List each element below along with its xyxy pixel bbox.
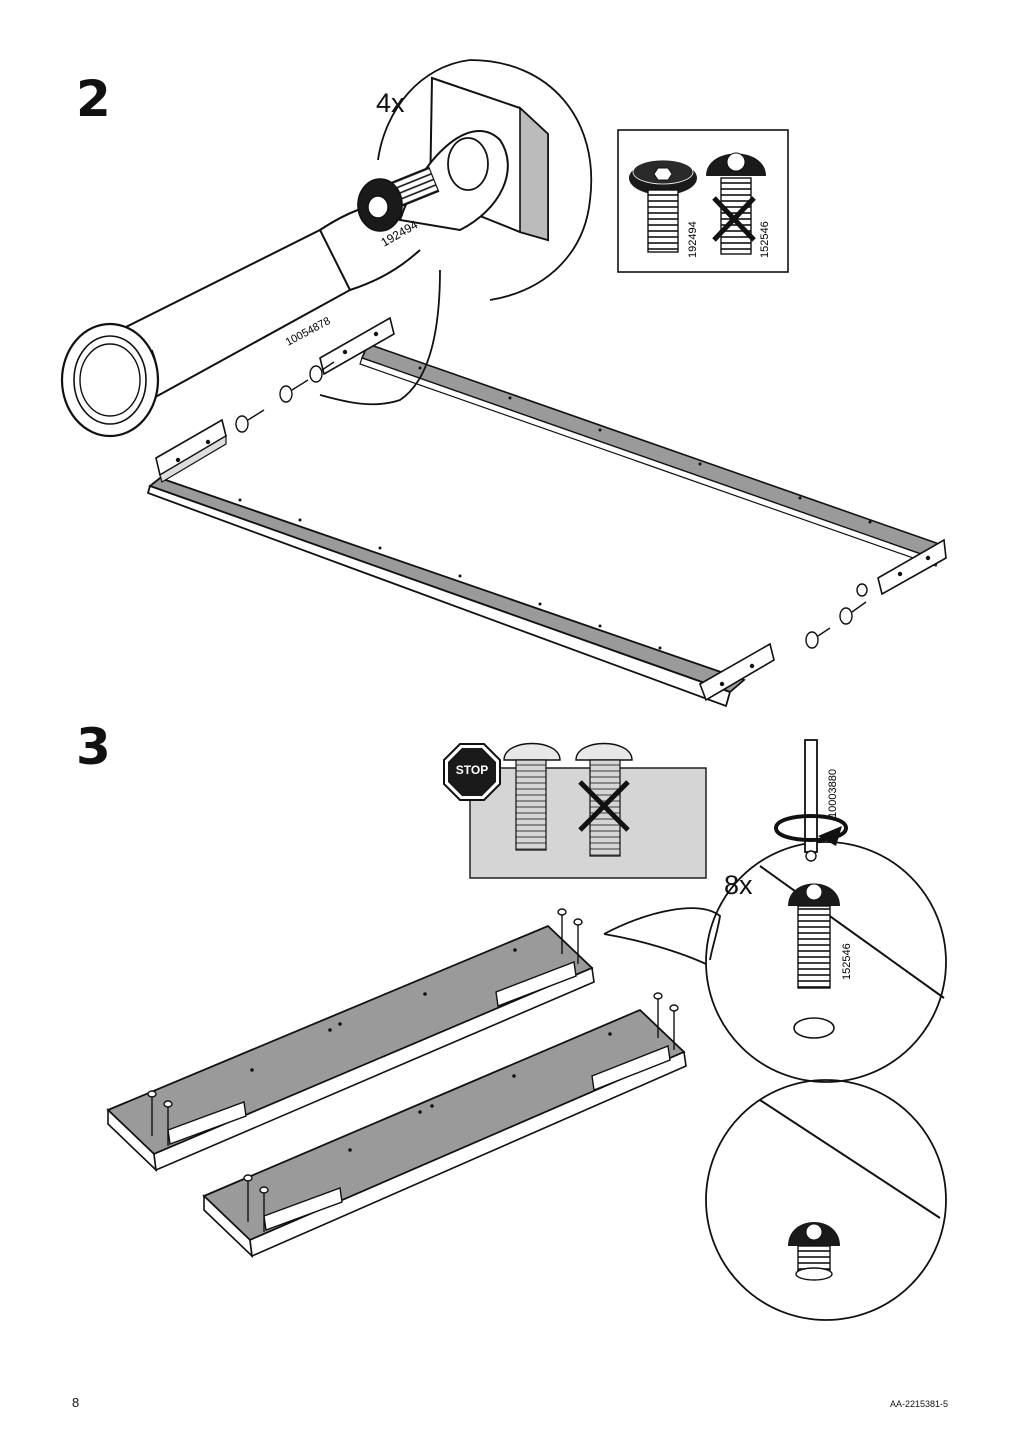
- screw-152546-icon: [788, 883, 840, 1039]
- correct-screw-icon: [629, 159, 697, 253]
- step-2-quantity: 4x: [376, 88, 405, 118]
- frame-rail-front: [146, 476, 746, 708]
- callout-circle-bottom-step-3: [705, 1079, 947, 1321]
- short-screw-icon: [503, 742, 561, 851]
- page-number: 8: [72, 1395, 80, 1410]
- leg-tube: [60, 199, 421, 438]
- screw-part-number: 152546: [841, 943, 853, 980]
- callout-circle-step-2: [319, 59, 593, 406]
- board-2: [202, 1008, 687, 1259]
- board-1: [106, 924, 595, 1173]
- installed-screw-icon: [788, 1222, 840, 1281]
- step-3-illustration: STOP: [106, 739, 947, 1321]
- frame-rail-back: [359, 342, 943, 567]
- corner-bracket-front-left: [155, 418, 227, 483]
- tool-part-number: 10003880: [827, 769, 839, 818]
- corner-bracket-front-right: [699, 642, 775, 702]
- callout-circle-top-step-3: [603, 739, 947, 1083]
- screws-above-boards: [147, 908, 679, 1232]
- stop-sign-icon: [443, 743, 501, 801]
- step-2-number: 2: [76, 70, 111, 128]
- wrong-screw-icon: [706, 152, 766, 255]
- screw-comparison-box: [617, 129, 789, 273]
- document-id: AA-2215381-5: [889, 1399, 948, 1409]
- warning-box: [443, 742, 707, 879]
- corner-bracket-back-left: [319, 316, 395, 376]
- hex-key-icon: [774, 739, 849, 862]
- step-3-quantity: 8x: [724, 870, 753, 900]
- stop-sign-label: STOP: [456, 763, 488, 777]
- small-bolts: [235, 361, 868, 649]
- step-2-illustration: 10054878 192494: [60, 59, 947, 708]
- rail-holes: [238, 366, 872, 650]
- step-3-number: 3: [76, 718, 111, 776]
- wrong-part-number: 152546: [759, 221, 771, 258]
- correct-part-number: 192494: [687, 221, 699, 258]
- long-screw-wrong-icon: [575, 742, 633, 857]
- corner-bracket-back-right: [877, 538, 947, 596]
